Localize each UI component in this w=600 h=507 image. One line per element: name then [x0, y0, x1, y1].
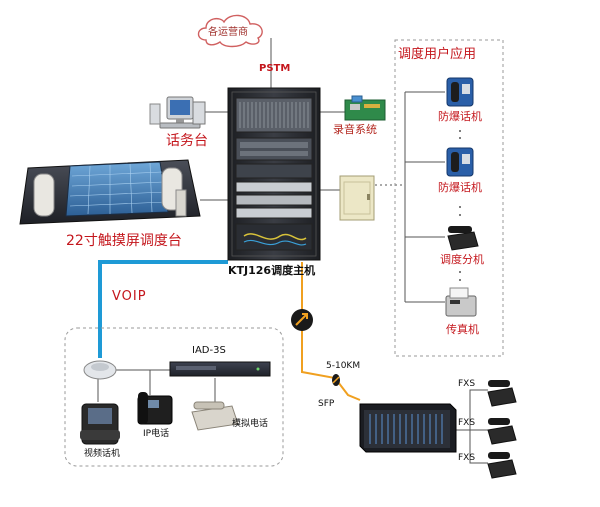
sfp-icon [332, 374, 340, 386]
computer-icon [149, 96, 206, 129]
user-apps-dashed-box [394, 39, 504, 357]
iad-label: IAD-3S [192, 345, 226, 356]
ip-phone-label: IP电话 [143, 429, 170, 439]
explosion-proof-phone-icon [446, 77, 474, 107]
fxs-phone-icon [487, 418, 517, 445]
explosion-proof-phone-icon [446, 147, 474, 177]
distribution-frame-icon [339, 175, 375, 221]
user-app-label-3: 调度分机 [440, 253, 484, 266]
video-phone-icon [80, 403, 120, 445]
fiber-distance-label: 5-10KM [326, 361, 361, 371]
sfp-label: SFP [318, 399, 335, 409]
recording-card-icon [344, 95, 386, 121]
user-app-label-2: 防爆话机 [438, 181, 482, 194]
ip-phone-icon [137, 392, 173, 425]
network-hub-icon [83, 360, 117, 380]
fxs-label-2: FXS [458, 418, 476, 428]
connection-lines [97, 38, 488, 464]
remote-site-dashed-box [64, 327, 284, 467]
remote-switch-icon [359, 403, 457, 453]
desk-phone-icon [447, 226, 479, 251]
touch-console-label: 22寸触摸屏调度台 [66, 233, 182, 249]
fxs-line-3 [452, 429, 488, 464]
analog-phone-label: 模拟电话 [232, 419, 269, 429]
iad-device-icon [169, 361, 271, 377]
fxs-phone-icon [487, 452, 517, 479]
touch-console-icon [19, 159, 201, 225]
user-apps-title: 调度用户应用 [398, 47, 477, 62]
voip-line [98, 260, 228, 358]
vertical-dots [459, 130, 461, 281]
cabinet-icon [227, 87, 321, 261]
operator-console-label: 话务台 [166, 133, 208, 149]
fiber-converter-icon [291, 309, 313, 331]
analog-phone-icon [191, 401, 239, 431]
main-host-label: KTJ126调度主机 [228, 264, 316, 277]
pstm-label: PSTM [259, 63, 291, 74]
voip-label: VOIP [112, 289, 147, 304]
user-app-label-1: 防爆话机 [438, 110, 482, 123]
fxs-phone-icon [487, 380, 517, 407]
recording-system-label: 录音系统 [333, 123, 377, 136]
cloud-label: 各运营商 [208, 27, 248, 38]
fax-icon [445, 287, 477, 317]
cloud-icon [197, 14, 263, 48]
fiber-line [301, 262, 361, 401]
fxs-label-3: FXS [458, 453, 476, 463]
video-phone-label: 视频话机 [84, 449, 121, 459]
user-app-label-4: 传真机 [446, 323, 479, 336]
fxs-label-1: FXS [458, 379, 476, 389]
